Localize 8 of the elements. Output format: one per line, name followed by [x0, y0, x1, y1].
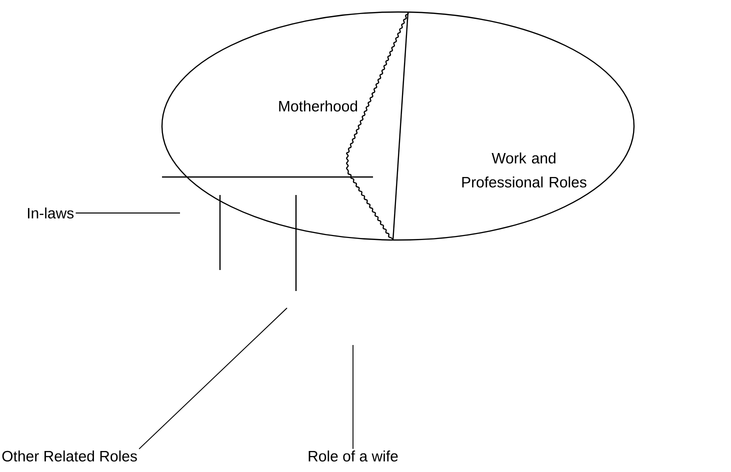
- leader-line: [75, 212, 180, 214]
- leader-line: [352, 344, 354, 450]
- label-text: Role of a wife: [308, 450, 398, 462]
- label-text: Motherhood: [279, 100, 358, 112]
- label-text: Other Related Roles: [2, 450, 137, 462]
- leader-line: [138, 308, 288, 450]
- label-text: Work and Professional Roles: [462, 152, 586, 188]
- label-text: In-laws: [28, 208, 74, 218]
